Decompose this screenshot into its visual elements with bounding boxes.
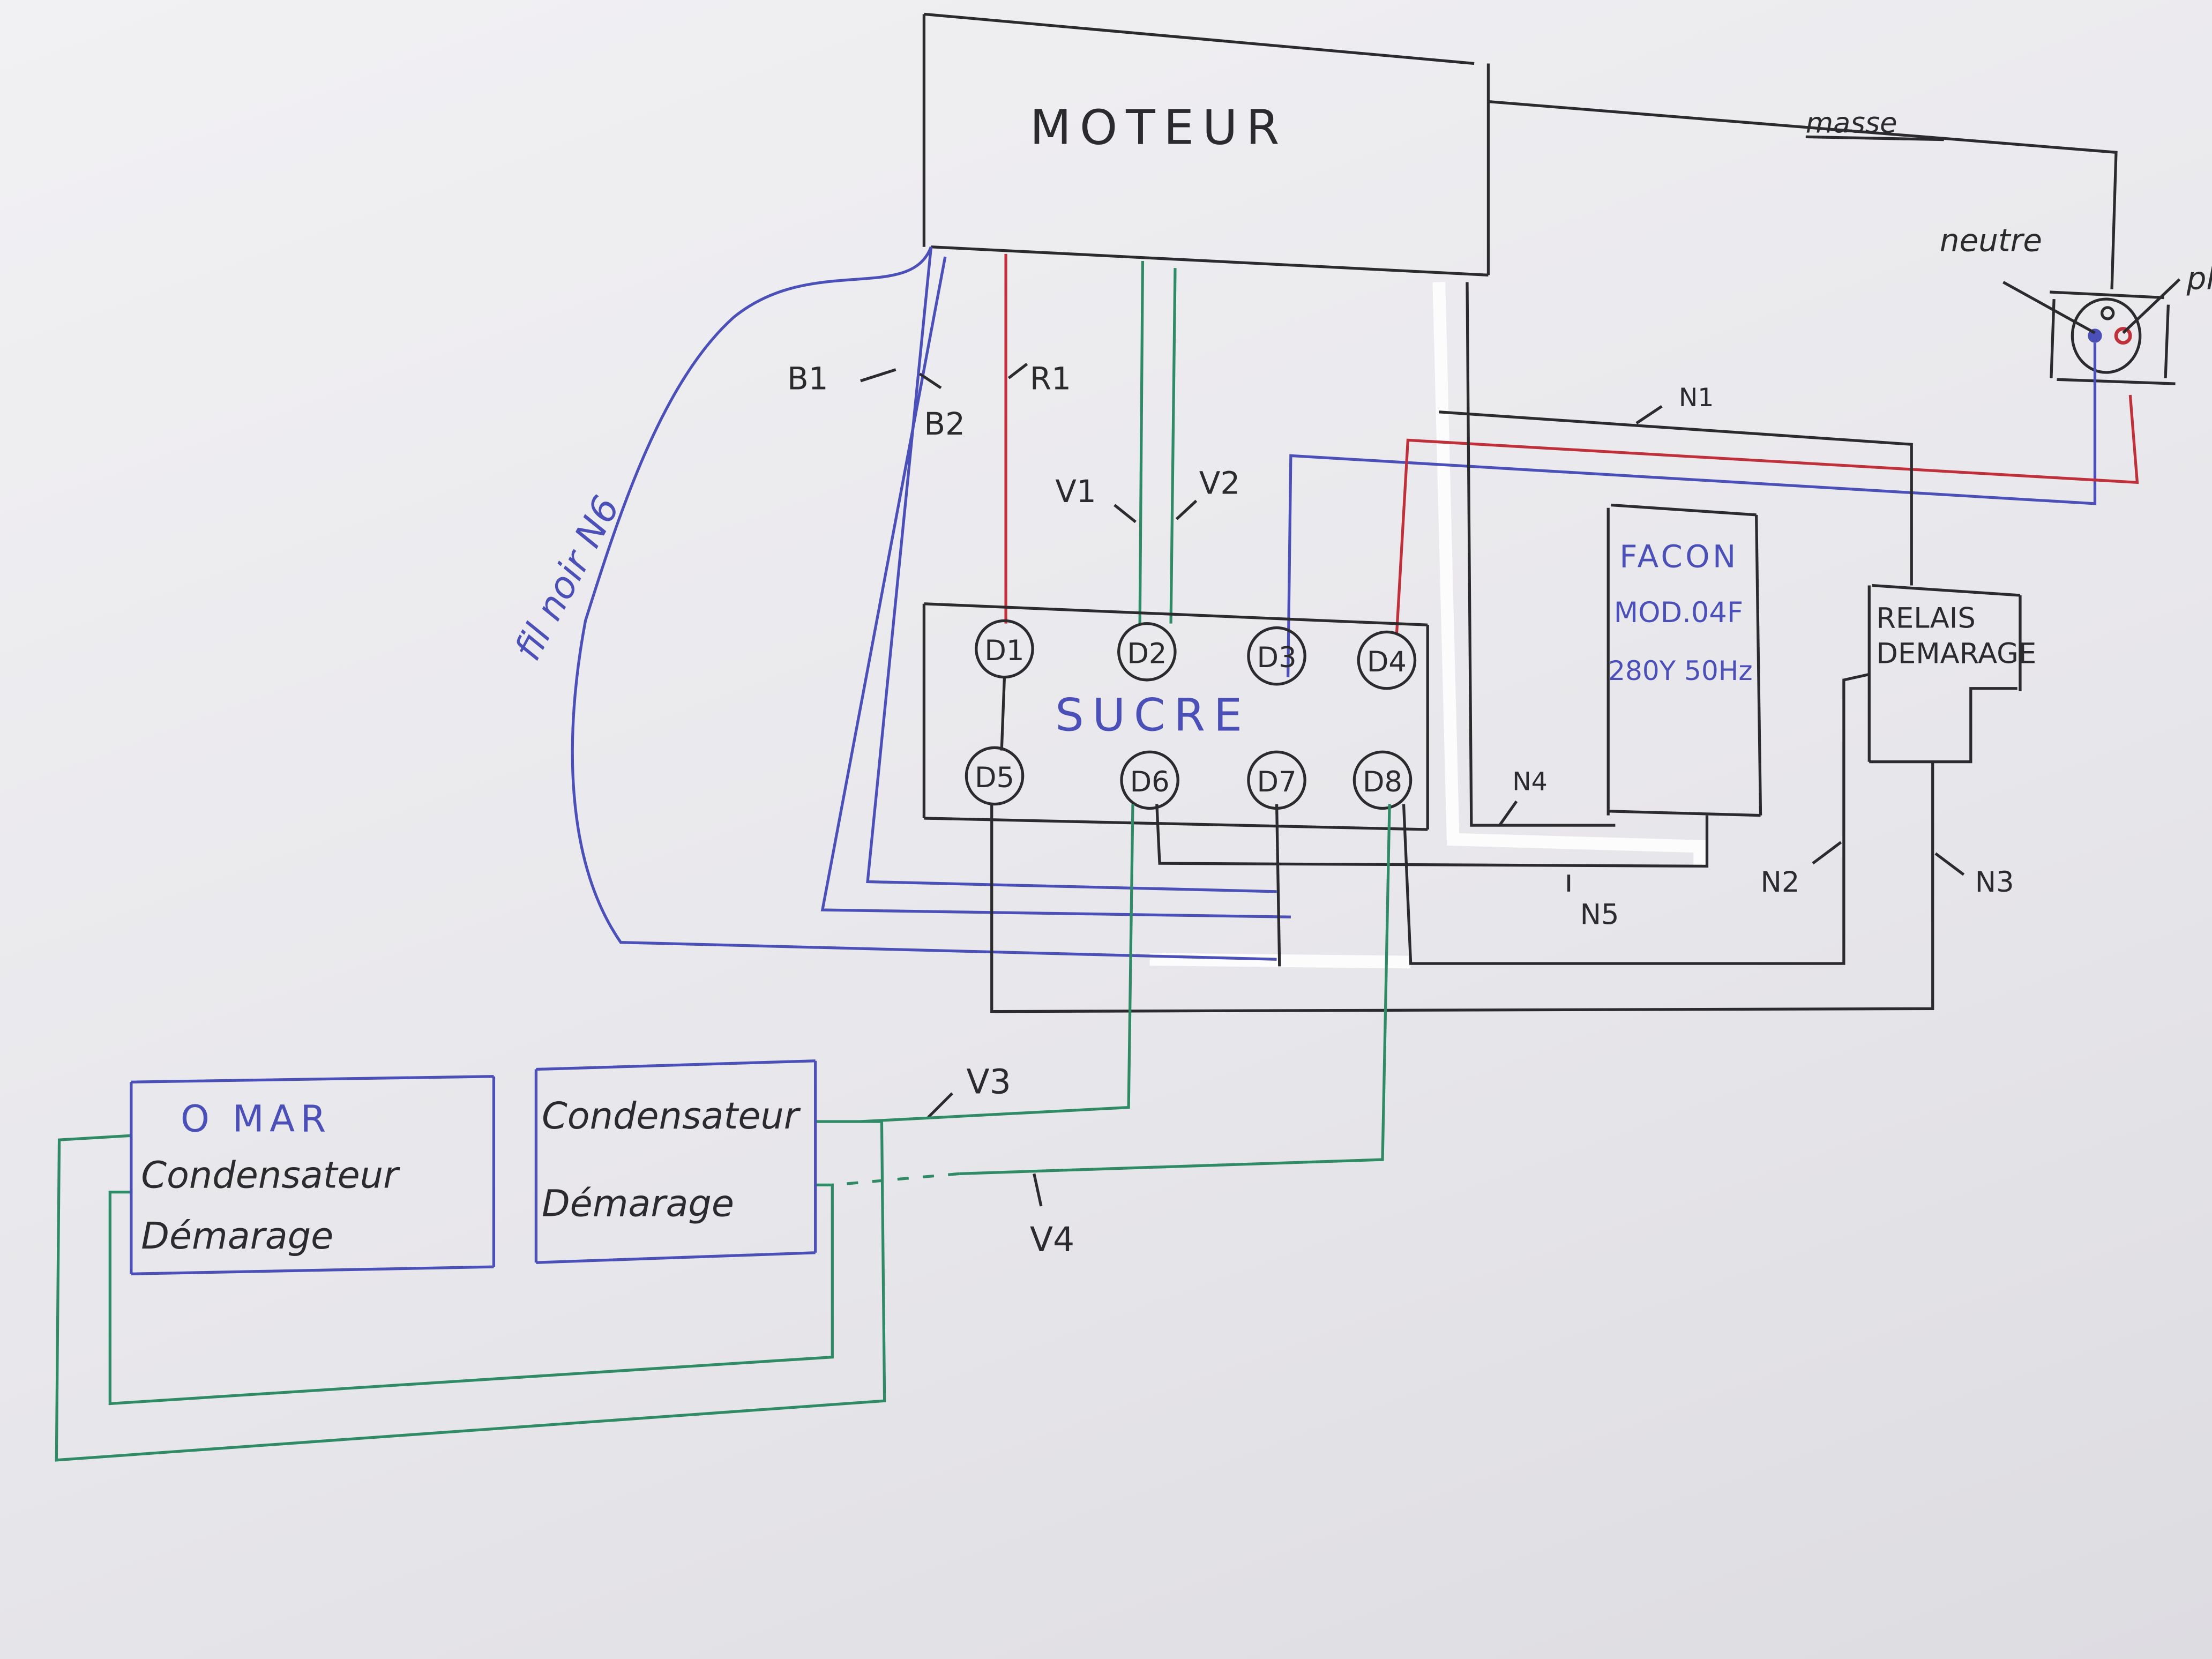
link-d1-d5 xyxy=(1000,677,1006,751)
wire-n5 xyxy=(1155,804,1709,868)
wire-v4 xyxy=(959,804,1391,1175)
label-v1: V1 xyxy=(1055,473,1096,510)
terminal-label: D8 xyxy=(1363,766,1402,798)
ground-wire: masse xyxy=(1488,100,2118,289)
phase-pin xyxy=(2114,327,2132,345)
wire-d7 xyxy=(1275,804,1281,967)
capacitor-1-line1: O MAR xyxy=(181,1097,332,1140)
relay-line2: DEMARAGE xyxy=(1876,637,2036,670)
wire-v3 xyxy=(815,804,1134,1123)
wire-neutral xyxy=(1286,342,2097,677)
terminal-label: D7 xyxy=(1257,766,1297,798)
capacitor-2-line1: Condensateur xyxy=(542,1095,801,1138)
terminal-d1: D1 xyxy=(975,619,1034,679)
terminal-label: D3 xyxy=(1257,641,1297,674)
wire-n3 xyxy=(990,761,1934,1013)
wire-n1 xyxy=(1439,410,1913,586)
label-n6: fil noir N6 xyxy=(506,489,628,667)
wire-n2 xyxy=(1402,672,1870,965)
label-r1: R1 xyxy=(1030,361,1071,397)
terminal-d5: D5 xyxy=(965,746,1025,806)
label-n2: N2 xyxy=(1761,866,1800,899)
terminal-d8: D8 xyxy=(1352,750,1413,810)
wire-phase xyxy=(1395,394,2139,635)
label-v4: V4 xyxy=(1030,1220,1074,1259)
wire-n4 xyxy=(1466,282,1616,827)
motor-box: MOTEUR xyxy=(922,12,1490,276)
wall-outlet: neutre ph xyxy=(1940,222,2212,385)
terminal-d2: D2 xyxy=(1117,622,1177,682)
capacitor-omar: O MAR Condensateur Démarage xyxy=(130,1075,496,1275)
ground-label: masse xyxy=(1806,107,1897,139)
start-relay: RELAIS DEMARAGE xyxy=(1867,584,2036,764)
wire-v1 xyxy=(1138,261,1145,624)
label-n1: N1 xyxy=(1679,383,1714,413)
neutral-label: neutre xyxy=(1940,222,2042,259)
thermostat-facon: FACON MOD.04F 280Y 50Hz xyxy=(1606,503,1762,817)
relay-line1: RELAIS xyxy=(1876,602,1975,635)
label-v3: V3 xyxy=(966,1062,1011,1101)
terminal-d6: D6 xyxy=(1120,750,1179,810)
wire-b1 xyxy=(866,246,1277,893)
label-v2: V2 xyxy=(1199,465,1240,501)
label-n4: N4 xyxy=(1512,767,1548,796)
phase-label: ph xyxy=(2186,260,2212,297)
terminal-label: D2 xyxy=(1127,637,1167,670)
terminal-d7: D7 xyxy=(1247,750,1306,810)
wire-n6 xyxy=(571,246,1277,961)
capacitor-link-2 xyxy=(55,1120,886,1462)
capacitor-1-line2: Condensateur xyxy=(141,1154,400,1197)
capacitor-2-line2: Démarage xyxy=(542,1182,734,1225)
terminal-d3: D3 xyxy=(1247,626,1306,686)
label-n5: N5 xyxy=(1580,898,1619,931)
label-b2: B2 xyxy=(924,406,965,442)
terminal-label: D1 xyxy=(984,634,1024,667)
terminal-block-label: SUCRE xyxy=(1055,689,1251,742)
terminal-label: D4 xyxy=(1367,646,1407,678)
capacitor-1-line3: Démarage xyxy=(141,1215,333,1258)
wire-b2 xyxy=(820,256,1291,918)
terminal-block-sucre: SUCRE D1 D2 D3 D4 D5 D6 D7 D8 xyxy=(922,602,1429,831)
terminal-d4: D4 xyxy=(1357,630,1417,690)
label-n3: N3 xyxy=(1975,866,2014,899)
wire-v4-dashed xyxy=(832,1172,960,1187)
label-b1: B1 xyxy=(787,361,828,397)
thermostat-line2: MOD.04F xyxy=(1614,596,1743,629)
terminal-label: D5 xyxy=(975,761,1014,794)
capacitor-start: Condensateur Démarage xyxy=(534,1059,817,1264)
thermostat-line3: 280Y 50Hz xyxy=(1608,655,1752,686)
capacitor-link-1 xyxy=(108,1183,834,1406)
thermostat-line1: FACON xyxy=(1619,538,1738,574)
wire-v2 xyxy=(1169,268,1177,624)
terminal-label: D6 xyxy=(1130,766,1170,798)
motor-label: MOTEUR xyxy=(1030,100,1288,156)
